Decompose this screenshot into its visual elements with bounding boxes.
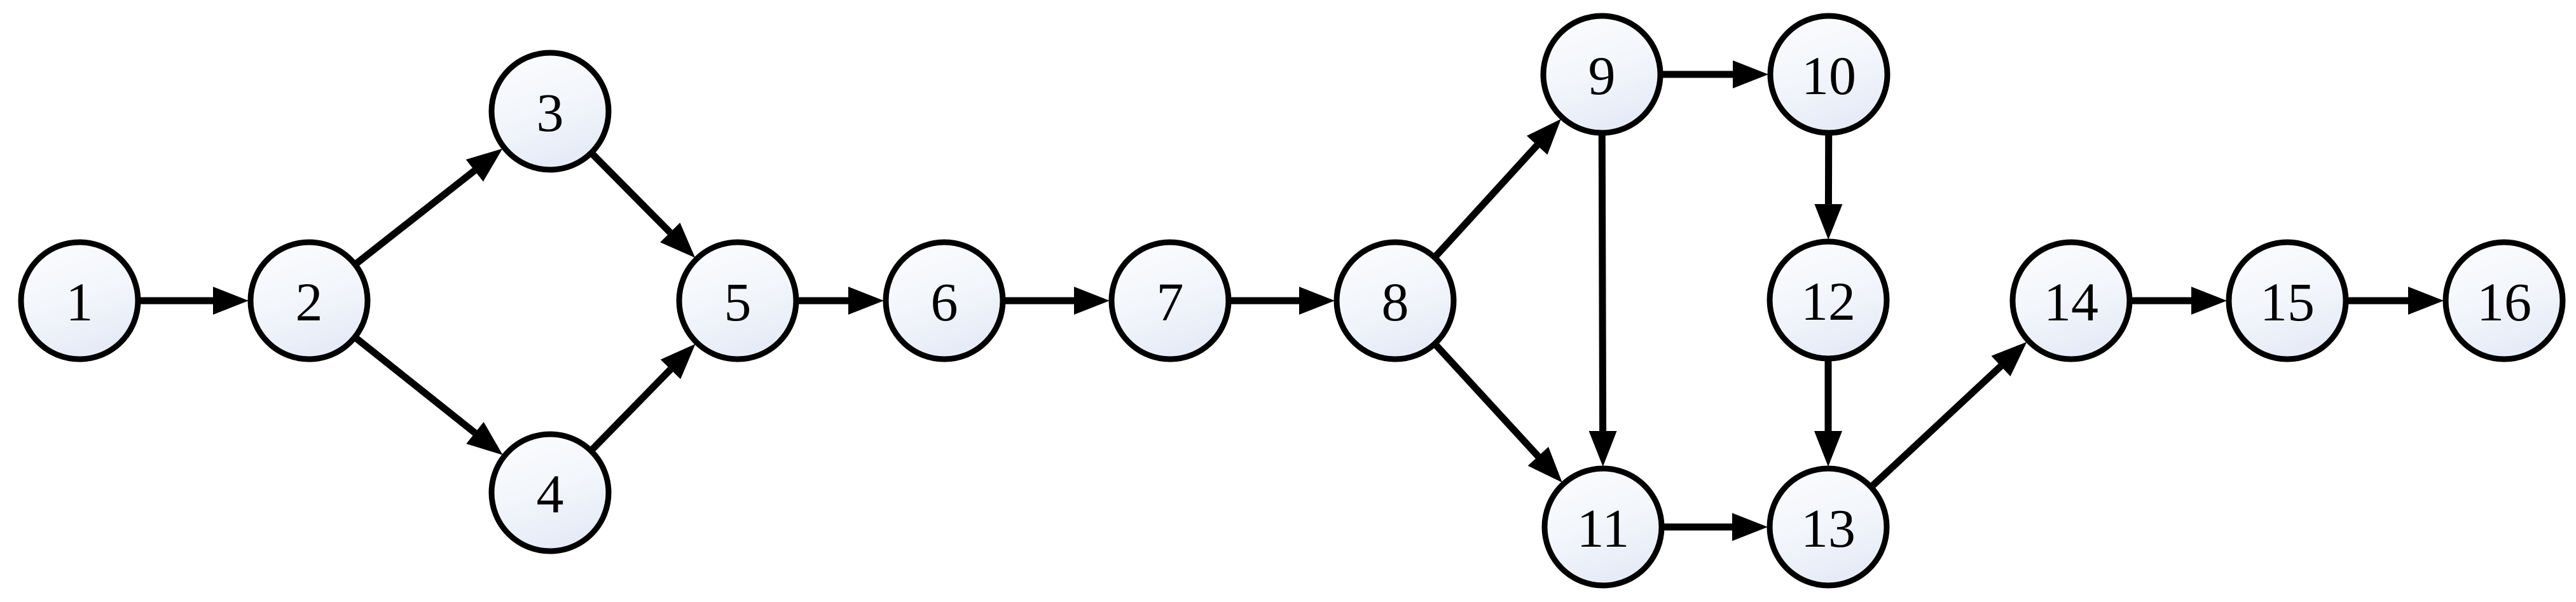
edge-13-to-14 <box>1870 341 2027 489</box>
graph-node-2[interactable]: 2 <box>247 239 371 362</box>
graph-node-5[interactable]: 5 <box>676 239 799 362</box>
edge-12-to-13 <box>1814 360 1842 467</box>
edge-shaft <box>1433 142 1540 259</box>
graph-node-3[interactable]: 3 <box>488 50 612 173</box>
node-shape[interactable] <box>1767 465 1890 589</box>
graph-node-11[interactable]: 11 <box>1541 465 1665 589</box>
node-shape[interactable] <box>883 239 1006 362</box>
node-label: 12 <box>1801 271 1856 332</box>
graph-node-8[interactable]: 8 <box>1333 239 1457 362</box>
node-label: 1 <box>66 271 93 332</box>
edge-8-to-9 <box>1433 119 1561 259</box>
edge-shaft <box>354 168 477 266</box>
arrowhead-icon <box>213 287 249 315</box>
edge-1-to-2 <box>140 287 249 315</box>
arrowhead-icon <box>1526 119 1561 155</box>
node-label: 7 <box>1157 271 1184 332</box>
node-label: 14 <box>2044 271 2098 332</box>
arrowhead-icon <box>1991 341 2027 377</box>
arrowhead-icon <box>1299 287 1335 315</box>
edge-6-to-7 <box>1005 287 1110 315</box>
arrowhead-icon <box>1732 513 1768 541</box>
node-shape[interactable] <box>2226 239 2349 362</box>
edge-shaft <box>1870 363 2004 489</box>
edge-9-to-11 <box>1588 134 1617 467</box>
arrowhead-icon <box>2191 287 2227 315</box>
node-shape[interactable] <box>1767 238 1890 362</box>
edge-3-to-5 <box>589 151 696 258</box>
edge-14-to-15 <box>2132 287 2227 315</box>
arrowhead-icon <box>1814 203 1843 240</box>
node-shape[interactable] <box>1333 239 1457 362</box>
edge-4-to-5 <box>589 343 696 452</box>
graph-node-1[interactable]: 1 <box>18 239 141 362</box>
node-shape[interactable] <box>1767 13 1891 136</box>
arrowhead-icon <box>660 343 696 380</box>
edge-2-to-4 <box>354 335 503 455</box>
node-shape[interactable] <box>676 239 799 362</box>
edge-10-to-12 <box>1814 134 1843 240</box>
node-label: 11 <box>1577 498 1630 559</box>
graph-node-13[interactable]: 13 <box>1767 465 1890 589</box>
node-label: 5 <box>724 271 752 332</box>
node-shape[interactable] <box>488 431 612 554</box>
graph-node-4[interactable]: 4 <box>488 431 612 554</box>
node-shape[interactable] <box>2009 239 2133 362</box>
arrowhead-icon <box>1814 431 1842 467</box>
node-shape[interactable] <box>2442 239 2566 362</box>
node-shape[interactable] <box>488 50 612 173</box>
node-shape[interactable] <box>1541 465 1665 589</box>
edge-shaft <box>354 335 478 436</box>
node-shape[interactable] <box>18 239 141 362</box>
arrowhead-icon <box>1733 60 1768 88</box>
edge-shaft <box>589 367 673 452</box>
arrowhead-icon <box>465 148 503 182</box>
edge-15-to-16 <box>2348 287 2444 315</box>
arrowhead-icon <box>2408 287 2444 315</box>
edge-2-to-3 <box>354 148 503 266</box>
arrowhead-icon <box>1527 446 1562 483</box>
node-shape[interactable] <box>1108 239 1232 362</box>
node-label: 4 <box>537 463 564 524</box>
node-label: 16 <box>2477 271 2531 332</box>
edge-7-to-8 <box>1230 287 1335 315</box>
graph-node-16[interactable]: 16 <box>2442 239 2566 362</box>
edge-9-to-10 <box>1662 60 1768 88</box>
arrowhead-icon <box>660 222 696 258</box>
graph-node-6[interactable]: 6 <box>883 239 1006 362</box>
node-label: 10 <box>1801 45 1856 106</box>
graph-node-10[interactable]: 10 <box>1767 13 1891 136</box>
edge-11-to-13 <box>1663 513 1768 541</box>
node-shape[interactable] <box>247 239 371 362</box>
node-label: 13 <box>1801 498 1856 559</box>
edge-5-to-6 <box>798 287 884 315</box>
node-label: 9 <box>1588 45 1616 106</box>
node-shape[interactable] <box>1540 13 1663 136</box>
node-label: 6 <box>931 271 958 332</box>
edge-shaft <box>589 151 673 235</box>
edge-8-to-11 <box>1433 343 1562 483</box>
arrowhead-icon <box>466 421 503 455</box>
node-label: 15 <box>2260 271 2315 332</box>
node-label: 8 <box>1382 271 1409 332</box>
graph-node-9[interactable]: 9 <box>1540 13 1663 136</box>
graph-node-7[interactable]: 7 <box>1108 239 1232 362</box>
arrowhead-icon <box>1588 430 1617 467</box>
arrowhead-icon <box>1074 287 1110 315</box>
edge-shaft <box>1433 343 1541 459</box>
arrowhead-icon <box>848 287 884 315</box>
graph-node-12[interactable]: 12 <box>1767 238 1890 362</box>
graph-node-14[interactable]: 14 <box>2009 239 2133 362</box>
node-label: 2 <box>296 271 323 332</box>
graph-node-15[interactable]: 15 <box>2226 239 2349 362</box>
edge-layer <box>140 60 2444 541</box>
node-label: 3 <box>537 82 564 143</box>
